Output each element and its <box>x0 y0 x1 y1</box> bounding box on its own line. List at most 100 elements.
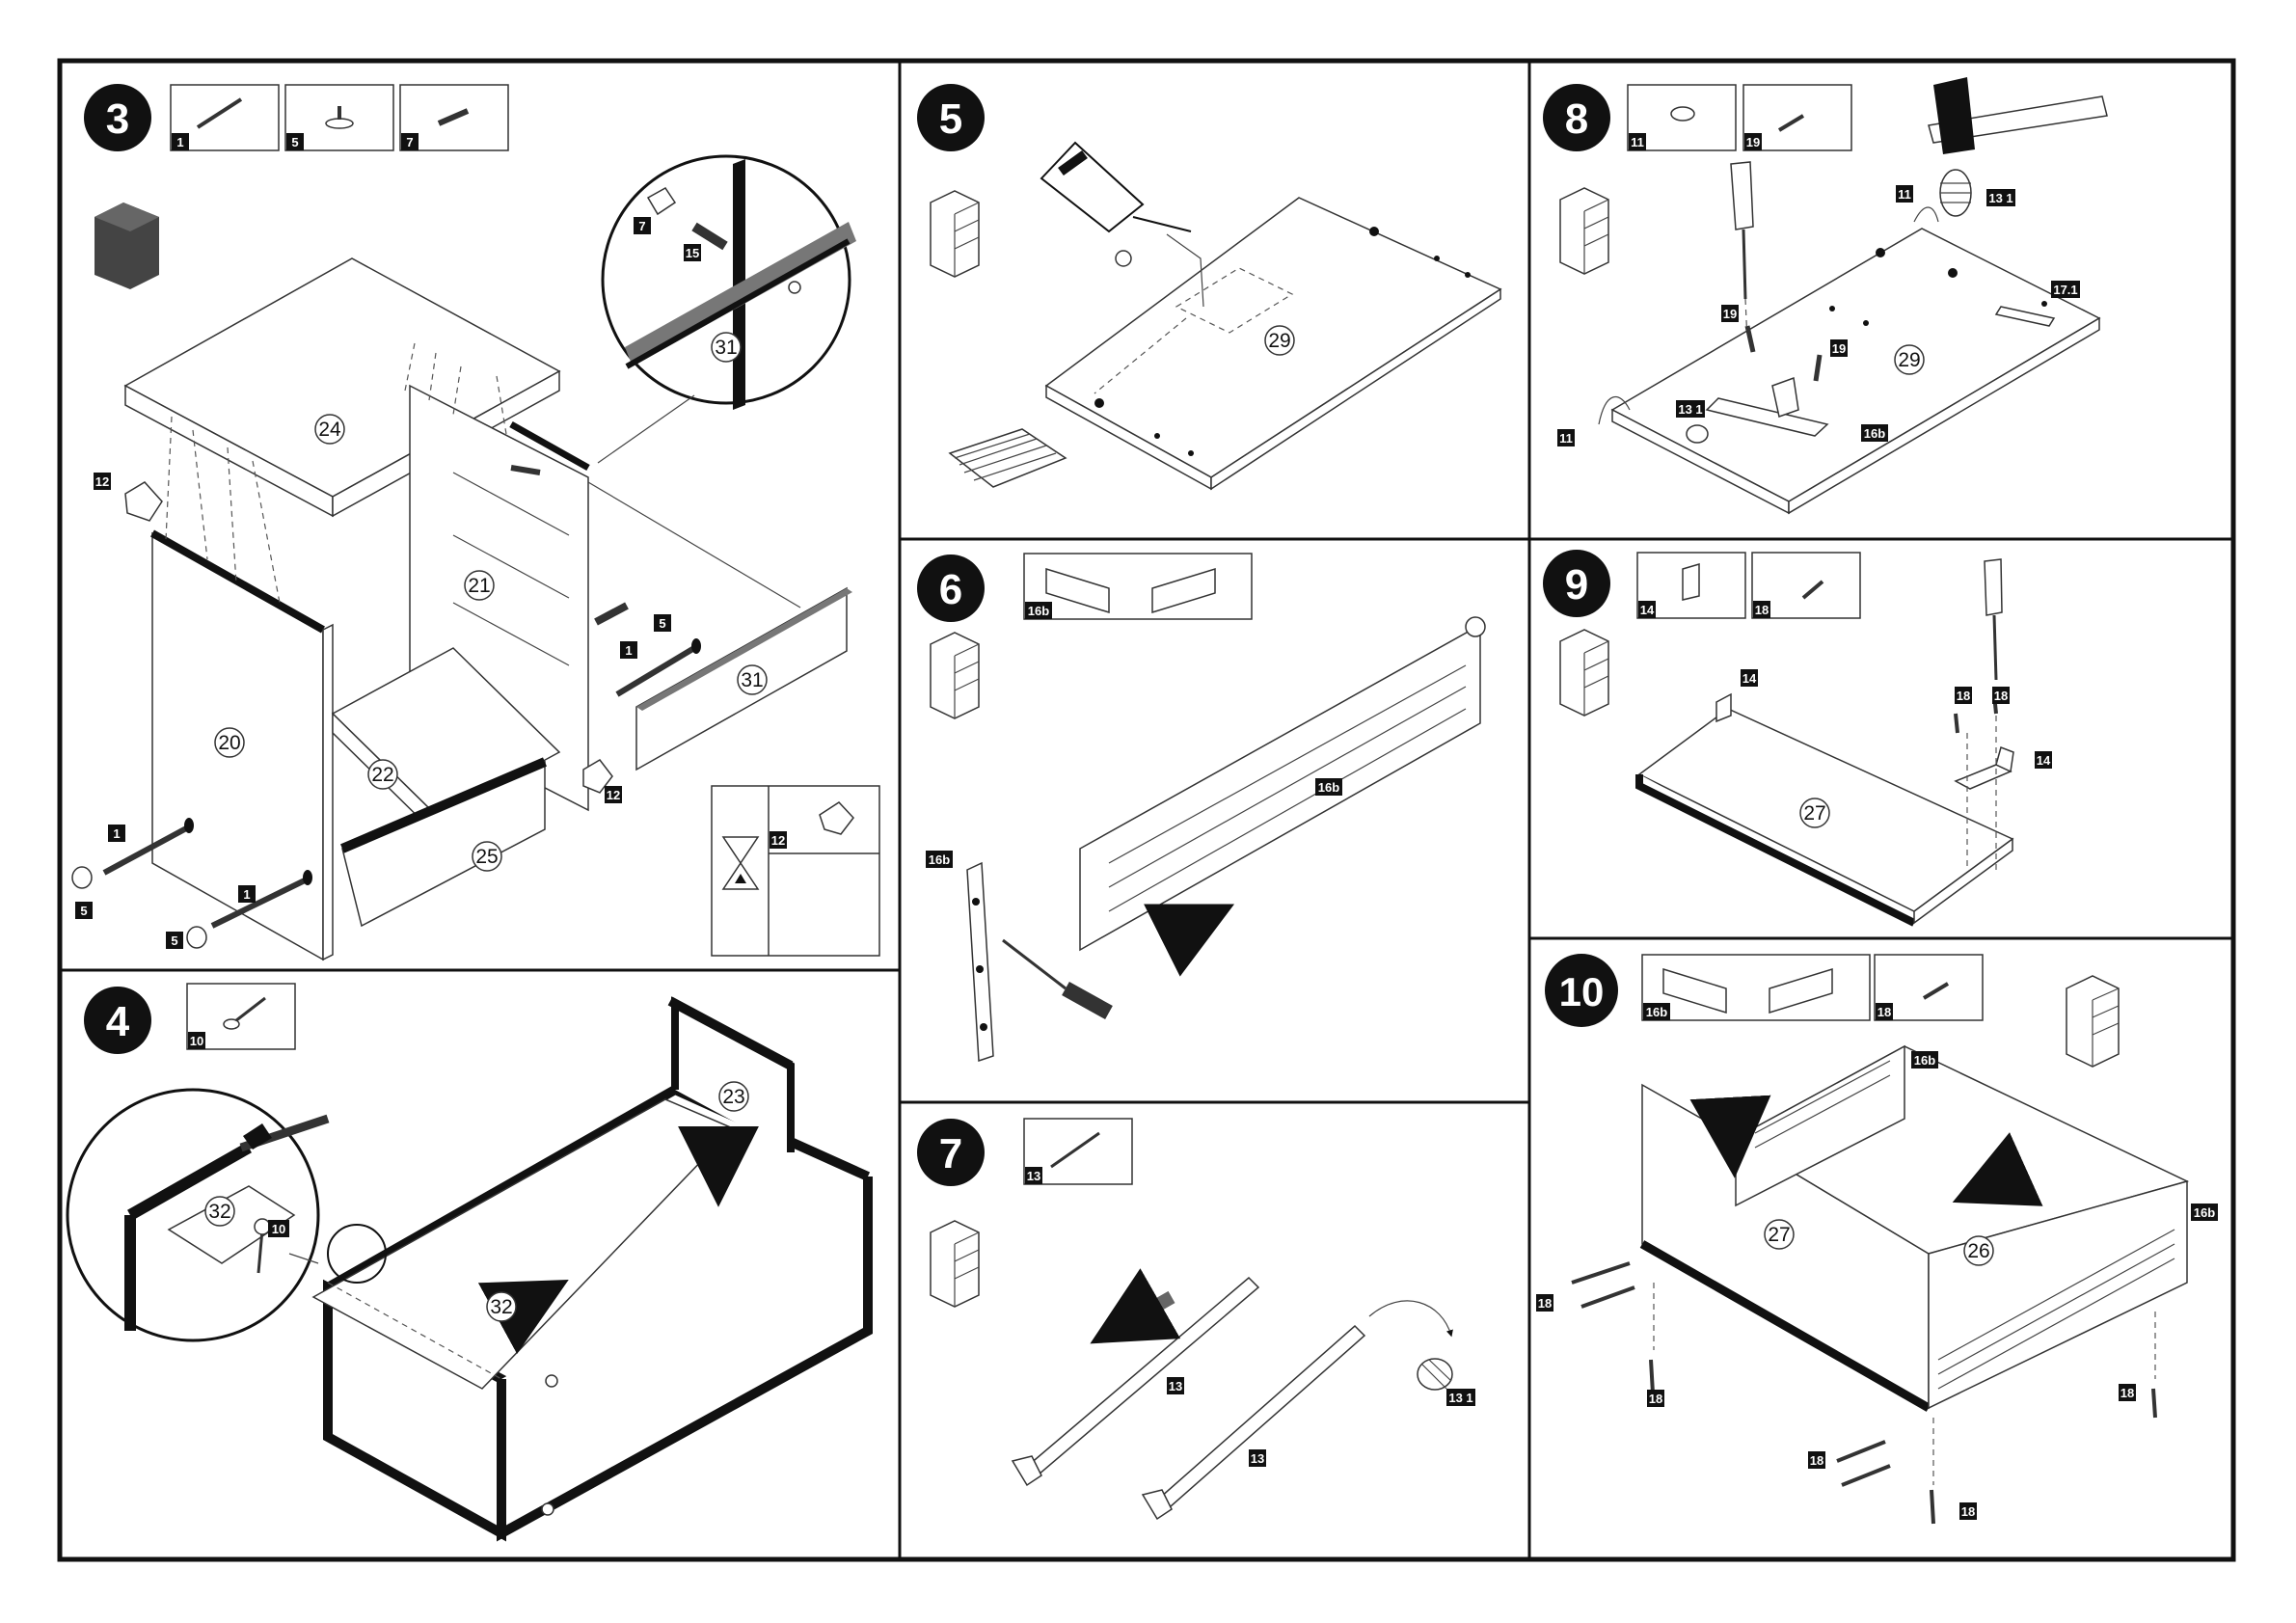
part-label: 27 <box>1765 1220 1794 1249</box>
svg-text:16b: 16b <box>1646 1005 1667 1019</box>
svg-text:15: 15 <box>686 246 699 260</box>
svg-text:20: 20 <box>218 732 240 754</box>
part-tag: 1 <box>620 641 637 659</box>
part-label: 31 <box>712 333 741 362</box>
svg-text:5: 5 <box>171 933 177 948</box>
part-tag: 11 <box>1557 429 1575 446</box>
svg-text:27: 27 <box>1768 1224 1790 1246</box>
step-10-panel: 10 16b 18 <box>1536 954 2218 1524</box>
part-tag: 19 <box>1721 305 1739 322</box>
step-4-panel: 4 10 <box>68 984 868 1533</box>
detail-circle <box>588 156 856 608</box>
cabinet-thumbnail <box>95 203 159 289</box>
svg-text:24: 24 <box>318 419 341 441</box>
svg-text:3: 3 <box>106 95 129 143</box>
svg-text:7: 7 <box>406 135 413 149</box>
svg-text:29: 29 <box>1268 330 1290 352</box>
cabinet-thumbnail <box>1560 630 1608 716</box>
step-6-panel: 6 16b 16b 16b <box>917 554 1485 1061</box>
svg-text:18: 18 <box>1538 1296 1552 1311</box>
part-label: 25 <box>473 842 501 871</box>
svg-text:31: 31 <box>741 669 763 691</box>
part-label: 32 <box>205 1197 234 1226</box>
drawer-assembly <box>1572 1046 2187 1524</box>
part-label: 32 <box>487 1292 516 1321</box>
part-tag: 13 <box>1167 1377 1184 1394</box>
step-badge: 7 <box>917 1119 985 1186</box>
step-badge: 6 <box>917 555 985 622</box>
step-8-panel: 8 11 19 <box>1543 77 2107 513</box>
svg-text:9: 9 <box>1565 561 1588 609</box>
part-tag: 1 <box>108 825 125 842</box>
svg-text:13 1: 13 1 <box>1448 1391 1472 1405</box>
step-badge: 5 <box>917 84 985 151</box>
svg-text:13 1: 13 1 <box>1678 402 1702 417</box>
part-tag: 5 <box>166 932 183 949</box>
svg-text:19: 19 <box>1832 341 1846 356</box>
part-label: 31 <box>738 665 767 694</box>
svg-text:1: 1 <box>243 887 250 902</box>
svg-text:1: 1 <box>113 826 120 841</box>
hardware-box: 19 <box>1743 85 1851 150</box>
svg-text:16b: 16b <box>1914 1053 1935 1068</box>
part-tag: 12 <box>605 786 622 803</box>
svg-text:11: 11 <box>1898 187 1911 202</box>
part-tag: 1 <box>238 885 256 903</box>
hardware-box: 7 <box>400 85 508 150</box>
step-badge: 3 <box>84 84 151 151</box>
svg-text:19: 19 <box>1746 135 1760 149</box>
part-tag: 11 <box>1896 185 1913 203</box>
svg-text:11: 11 <box>1559 431 1573 446</box>
svg-text:10: 10 <box>190 1034 203 1048</box>
svg-text:7: 7 <box>939 1130 962 1177</box>
part-tag: 16b <box>1911 1051 1938 1068</box>
svg-text:29: 29 <box>1898 349 1920 371</box>
svg-text:16b: 16b <box>2194 1205 2215 1220</box>
drill-icon <box>1041 143 1203 307</box>
hardware-box: 1 <box>171 85 279 150</box>
cabinet-thumbnail <box>931 191 979 277</box>
part-tag: 5 <box>75 902 93 919</box>
panel-29 <box>1612 229 2099 513</box>
part-tag: 12 <box>94 473 111 490</box>
step-badge: 10 <box>1545 954 1618 1027</box>
step-5-panel: 5 29 <box>917 84 1500 489</box>
svg-text:16b: 16b <box>929 852 950 867</box>
svg-text:4: 4 <box>106 998 130 1045</box>
svg-text:18: 18 <box>1877 1005 1891 1019</box>
part-label: 22 <box>368 760 397 789</box>
cabinet-thumbnail <box>931 633 979 718</box>
part-tag: 13 1 <box>1986 189 2015 206</box>
part-tag: 14 <box>2035 751 2052 769</box>
svg-text:1: 1 <box>176 135 183 149</box>
hammer-icon <box>1929 77 2107 154</box>
part-tag: 16b <box>926 851 953 868</box>
svg-text:7: 7 <box>638 219 645 233</box>
svg-text:18: 18 <box>1994 689 2008 703</box>
drawer-box <box>313 1001 868 1533</box>
svg-text:14: 14 <box>1742 671 1757 686</box>
part-tag: 18 <box>1992 687 2010 704</box>
svg-text:31: 31 <box>715 337 737 359</box>
part-label: 23 <box>719 1082 748 1111</box>
svg-text:11: 11 <box>1631 135 1644 149</box>
svg-text:16b: 16b <box>1318 780 1339 795</box>
svg-text:6: 6 <box>939 566 962 613</box>
part-label: 27 <box>1800 798 1829 827</box>
bushing-13-1 <box>1418 1359 1452 1390</box>
part-tag: 13 1 <box>1676 400 1705 418</box>
part-tag: 16b <box>2191 1204 2218 1221</box>
part-tag: 7 <box>634 217 651 234</box>
svg-text:18: 18 <box>1961 1504 1975 1519</box>
svg-text:5: 5 <box>939 95 962 143</box>
svg-text:23: 23 <box>722 1086 744 1108</box>
svg-text:19: 19 <box>1723 307 1737 321</box>
hardware-box: 10 <box>187 984 295 1049</box>
step-badge: 4 <box>84 987 151 1054</box>
step-3-panel: 3 1 5 7 <box>72 84 879 960</box>
svg-text:13 1: 13 1 <box>1988 191 2012 205</box>
part-tag: 16b <box>1315 778 1342 796</box>
svg-text:32: 32 <box>490 1296 512 1318</box>
svg-text:16b: 16b <box>1028 604 1049 618</box>
screwdriver-icon <box>1985 559 2002 680</box>
